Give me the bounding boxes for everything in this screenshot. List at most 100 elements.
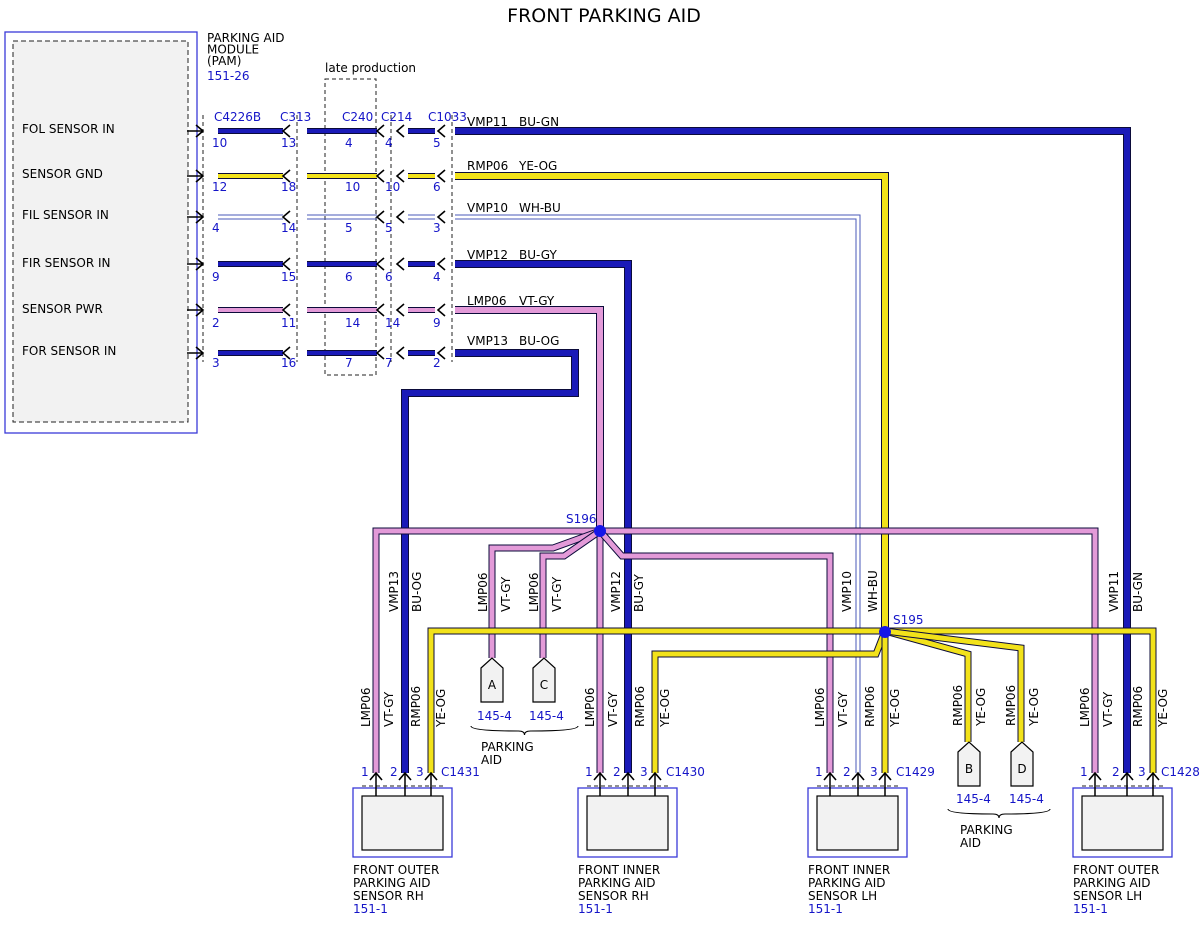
sensor-connector-name: C1429 bbox=[896, 765, 935, 779]
sensor-pin-arrow-icon bbox=[593, 771, 607, 781]
module-name-line: PARKING AID bbox=[207, 31, 285, 45]
sensor-name-line: PARKING AID bbox=[808, 876, 886, 890]
sensor-name-line: FRONT OUTER bbox=[1073, 863, 1159, 877]
sensor-c1431 bbox=[352, 773, 453, 858]
wire-label-vmp13: BU-OG bbox=[410, 572, 424, 612]
pin-number: 6 bbox=[385, 270, 393, 284]
sensor-pin-arrow-icon bbox=[398, 771, 412, 781]
connector-arrow-icon bbox=[395, 124, 405, 138]
splice-s196-label: S196 bbox=[566, 512, 597, 526]
sensor-c1429 bbox=[807, 773, 908, 858]
connector-name: C240 bbox=[342, 110, 373, 124]
wire-vmp13 bbox=[401, 349, 579, 773]
circuit-color-code: BU-OG bbox=[519, 334, 559, 348]
module-ref: 151-26 bbox=[207, 69, 250, 83]
connector-arrow-icon bbox=[195, 303, 205, 317]
sensor-name-line: FRONT INNER bbox=[808, 863, 890, 877]
module-pin-label: FOL SENSOR IN bbox=[22, 122, 115, 136]
connector-arrow-icon bbox=[195, 210, 205, 224]
reference-page: 145-4 bbox=[477, 709, 512, 723]
reference-d: D bbox=[1010, 741, 1034, 787]
reference-page: 145-4 bbox=[1009, 792, 1044, 806]
connector-arrow-icon bbox=[375, 210, 385, 224]
late-production-box bbox=[324, 78, 377, 376]
wire-label-vmp10: WH-BU bbox=[866, 570, 880, 612]
sensor-pin-number: 3 bbox=[870, 765, 878, 779]
connector-arrow-icon bbox=[436, 346, 446, 360]
circuit-code: VMP11 bbox=[467, 115, 508, 129]
brace-icon bbox=[470, 725, 579, 736]
sensor-pin-number: 2 bbox=[843, 765, 851, 779]
wire-s195-to-ref-b bbox=[884, 627, 972, 742]
sensor-name-line: SENSOR LH bbox=[808, 889, 877, 903]
pin-number: 6 bbox=[433, 180, 441, 194]
pin-number: 18 bbox=[281, 180, 296, 194]
pin-number: 14 bbox=[281, 221, 296, 235]
wire-label-c: VT-GY bbox=[550, 576, 564, 612]
sensor-wire-code: RMP06 bbox=[409, 686, 423, 727]
sensor-connector-name: C1428 bbox=[1161, 765, 1200, 779]
splice-s195-label: S195 bbox=[893, 613, 924, 627]
circuit-color-code: BU-GY bbox=[519, 248, 557, 262]
sensor-pin-number: 1 bbox=[815, 765, 823, 779]
sensor-connector-name: C1430 bbox=[666, 765, 705, 779]
pin-number: 7 bbox=[345, 356, 353, 370]
reference-page: 145-4 bbox=[956, 792, 991, 806]
wire-label-vmp12: VMP12 bbox=[609, 571, 623, 612]
pin-number: 3 bbox=[212, 356, 220, 370]
reference-letter: B bbox=[965, 762, 973, 776]
pin-number: 4 bbox=[345, 136, 353, 150]
sensor-ref: 151-1 bbox=[578, 902, 613, 916]
connector-arrow-icon bbox=[375, 303, 385, 317]
circuit-color-code: BU-GN bbox=[519, 115, 559, 129]
late-production-label: late production bbox=[325, 61, 416, 75]
connector-arrow-icon bbox=[281, 257, 291, 271]
pin-number: 6 bbox=[345, 270, 353, 284]
reference-c: C bbox=[532, 657, 556, 703]
pin-number: 14 bbox=[385, 316, 400, 330]
pin-number: 15 bbox=[281, 270, 296, 284]
connector-arrow-icon bbox=[281, 210, 291, 224]
sensor-pin-arrow-icon bbox=[1120, 771, 1134, 781]
splice-s196-dot bbox=[594, 525, 606, 537]
wire-s195-to-c1428 bbox=[885, 627, 1157, 773]
reference-page: 145-4 bbox=[529, 709, 564, 723]
connector-arrow-icon bbox=[281, 124, 291, 138]
module-pin-label: SENSOR GND bbox=[22, 167, 103, 181]
connector-name: C313 bbox=[280, 110, 311, 124]
sensor-wire-code: LMP06 bbox=[359, 687, 373, 727]
sensor-ref: 151-1 bbox=[808, 902, 843, 916]
wire-s196-to-ref-c bbox=[539, 528, 602, 658]
circuit-code: VMP12 bbox=[467, 248, 508, 262]
pin-number: 4 bbox=[433, 270, 441, 284]
circuit-color-code: YE-OG bbox=[518, 159, 557, 173]
sensor-pin-arrow-icon bbox=[648, 771, 662, 781]
wire-label-vmp13: VMP13 bbox=[387, 571, 401, 612]
sensor-wire-color: VT-GY bbox=[1101, 691, 1115, 727]
sensor-connector-name: C1431 bbox=[441, 765, 480, 779]
module-outline bbox=[4, 31, 198, 434]
connector-arrow-icon bbox=[436, 303, 446, 317]
connector-arrow-icon bbox=[195, 169, 205, 183]
wire-label-vmp10: VMP10 bbox=[840, 571, 854, 612]
sensor-pin-number: 2 bbox=[1112, 765, 1120, 779]
wire-label-c: LMP06 bbox=[527, 572, 541, 612]
sensor-pin-number: 1 bbox=[1080, 765, 1088, 779]
wire-label-a: LMP06 bbox=[476, 572, 490, 612]
wire-label-vmp11: BU-GN bbox=[1131, 572, 1145, 612]
circuit-code: RMP06 bbox=[467, 159, 508, 173]
diagram-title: FRONT PARKING AID bbox=[507, 5, 701, 27]
sensor-name-line: PARKING AID bbox=[578, 876, 656, 890]
connector-arrow-icon bbox=[436, 169, 446, 183]
pin-number: 2 bbox=[433, 356, 441, 370]
sensor-pin-arrow-icon bbox=[1088, 771, 1102, 781]
module-pin-label: SENSOR PWR bbox=[22, 302, 103, 316]
connector-arrow-icon bbox=[436, 124, 446, 138]
wire-s195-to-c1430 bbox=[651, 629, 889, 773]
sensor-wire-color: YE-OG bbox=[658, 689, 672, 728]
sensor-pin-number: 2 bbox=[613, 765, 621, 779]
pin-number: 16 bbox=[281, 356, 296, 370]
parking-aid-label: PARKING bbox=[960, 823, 1013, 837]
sensor-wire-code: LMP06 bbox=[583, 687, 597, 727]
sensor-pin-number: 1 bbox=[361, 765, 369, 779]
